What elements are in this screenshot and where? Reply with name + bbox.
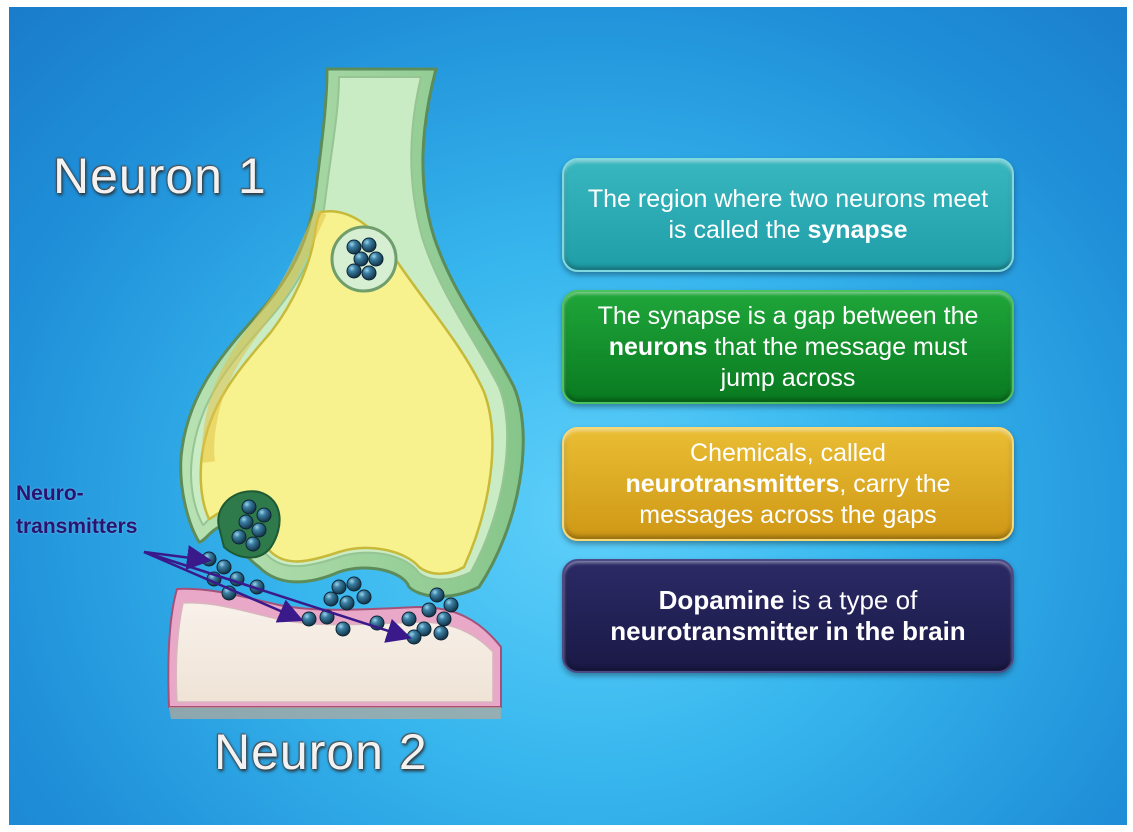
neuron-2-label: Neuron 2 — [214, 723, 428, 781]
info-box-dopamine-text: Dopamine is a type of neurotransmitter i… — [610, 585, 965, 647]
info-text: The region where two neurons meet is cal… — [588, 185, 988, 244]
info-box-gap-text: The synapse is a gap between the neurons… — [580, 301, 996, 394]
info-text: is a type of — [784, 585, 917, 615]
neurotransmitters-label: Neuro- transmitters — [16, 477, 137, 543]
neuron-1-label: Neuron 1 — [53, 147, 267, 205]
info-box-synapse: The region where two neurons meet is cal… — [562, 158, 1014, 272]
info-bold-term: neurons — [609, 333, 708, 361]
info-bold-term: Dopamine — [659, 585, 785, 615]
slide: Neuron 1 Neuron 2 Neuro- transmitters Th… — [9, 7, 1127, 825]
info-box-chemicals-text: Chemicals, called neurotransmitters, car… — [580, 438, 996, 531]
info-bold-term: synapse — [807, 216, 907, 244]
info-box-chemicals: Chemicals, called neurotransmitters, car… — [562, 427, 1014, 541]
synapse-diagram — [9, 7, 1127, 825]
info-text: The synapse is a gap between the — [598, 302, 979, 330]
info-box-gap: The synapse is a gap between the neurons… — [562, 290, 1014, 404]
neurotransmitters-label-line2: transmitters — [16, 510, 137, 543]
info-bold-term: neurotransmitters — [625, 470, 839, 498]
info-box-dopamine: Dopamine is a type of neurotransmitter i… — [562, 559, 1014, 673]
info-box-synapse-text: The region where two neurons meet is cal… — [580, 184, 996, 246]
info-text: Chemicals, called — [690, 439, 886, 467]
neurotransmitters-label-line1: Neuro- — [16, 477, 137, 510]
info-text: that the message must jump across — [707, 333, 967, 392]
info-bold-term: neurotransmitter in the brain — [610, 616, 965, 646]
